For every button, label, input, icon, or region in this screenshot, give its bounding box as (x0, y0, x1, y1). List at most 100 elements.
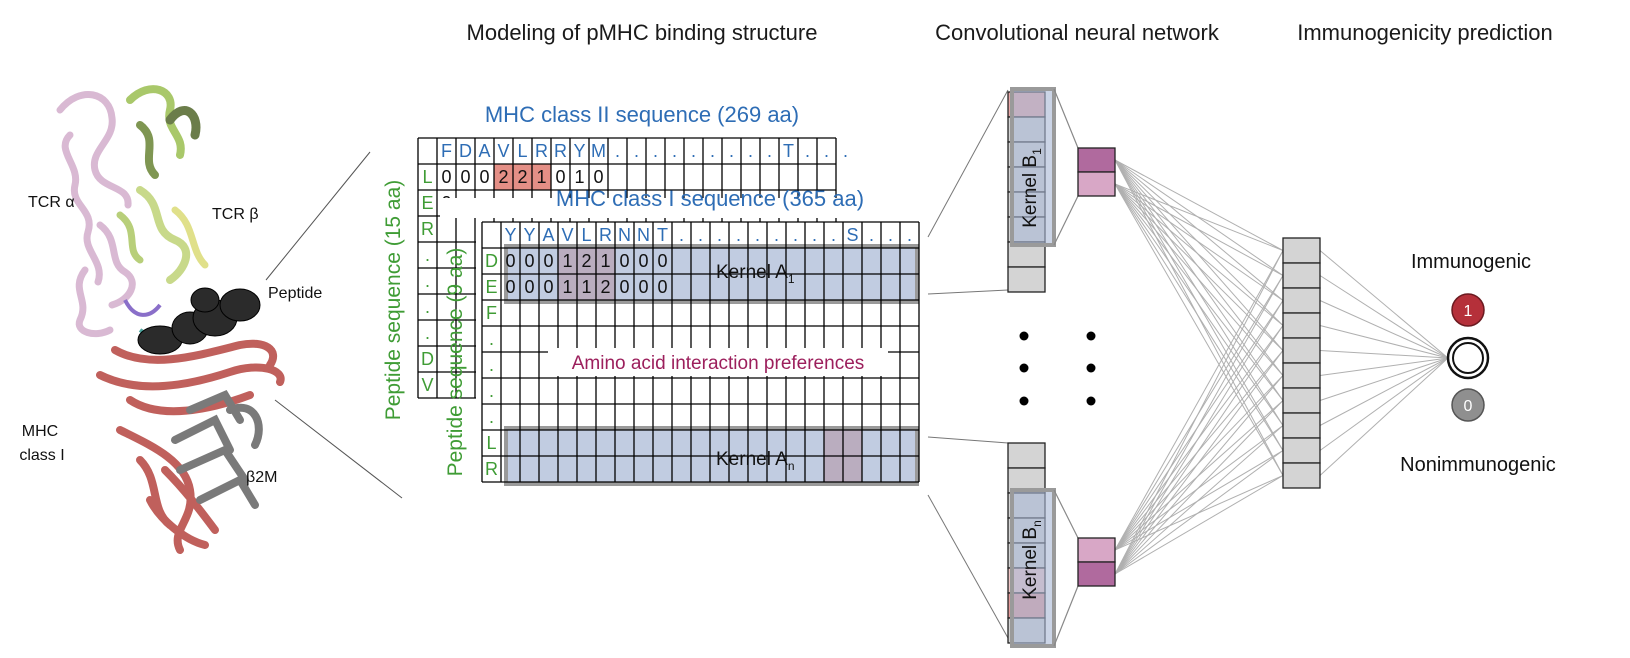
label-b2m: β2M (246, 469, 277, 486)
pooled-unit (1077, 537, 1116, 563)
zoom-line-bottom (274, 399, 403, 499)
class-ii-row-letter: E (421, 193, 433, 213)
dense-connection (1114, 475, 1284, 575)
class-ii-header-letter: . (767, 141, 772, 161)
class-i-header-letter: . (793, 225, 798, 245)
class-i-row-letter: F (486, 303, 497, 323)
class-i-value: 0 (619, 277, 629, 297)
feature-map-bottom-cell (1007, 442, 1046, 469)
dense-unit (1282, 337, 1321, 364)
pooled-unit (1077, 561, 1116, 587)
output-node-immunogenic-text: 1 (1464, 303, 1473, 320)
dense-connection (1114, 250, 1284, 575)
dense-unit (1282, 287, 1321, 314)
class-ii-value: 2 (498, 167, 508, 187)
pooled-unit (1077, 147, 1116, 173)
class-ii-highlight-cell (513, 164, 532, 190)
class-i-value: 0 (657, 277, 667, 297)
dense-connection (1114, 450, 1284, 575)
class-i-row-letter: . (489, 329, 494, 349)
kernel-an-label: Kernel An (716, 449, 795, 473)
class-i-row-letter: . (489, 407, 494, 427)
class-ii-header-letter: . (729, 141, 734, 161)
class-ii-header-letter: . (615, 141, 620, 161)
class-i-header-letter: R (599, 225, 612, 245)
class-i-header-letter: . (736, 225, 741, 245)
class-i-value: 0 (543, 251, 553, 271)
class-i-value: 1 (600, 251, 610, 271)
class-ii-header-letter: . (843, 141, 848, 161)
class-ii-value: 2 (517, 167, 527, 187)
output-connection (1319, 357, 1449, 401)
dense-connection (1114, 400, 1284, 575)
dense-unit (1282, 262, 1321, 289)
class-i-header-letter: . (774, 225, 779, 245)
class-i-value: 0 (638, 251, 648, 271)
kernel-a1-label: Kernel A1 (716, 262, 795, 286)
class-ii-header-letter: . (653, 141, 658, 161)
class-ii-row-letter: D (421, 349, 434, 369)
class-i-header-letter: . (812, 225, 817, 245)
class-ii-value: 1 (536, 167, 546, 187)
output-node-nonimmunogenic (1451, 388, 1485, 422)
class-i-header-letter: N (618, 225, 631, 245)
class-i-value: 0 (524, 277, 534, 297)
class-i-value: 0 (638, 277, 648, 297)
dense-connection (1114, 183, 1284, 251)
dense-unit (1282, 437, 1321, 464)
class-i-header-letter: Y (523, 225, 535, 245)
kernel-b1-link (1053, 88, 1079, 149)
tcr-alpha-ribbon (56, 91, 136, 338)
class-i-header-letter: . (869, 225, 874, 245)
class-ii-value: 0 (593, 167, 603, 187)
class-i-value: 0 (657, 251, 667, 271)
output-node-nonimmunogenic-text: 0 (1464, 398, 1473, 415)
class-ii-header-letter: . (634, 141, 639, 161)
class-ii-header-letter: R (535, 141, 548, 161)
class-i-value: 0 (505, 251, 515, 271)
label-mhc: MHC (22, 423, 58, 440)
dense-connection (1114, 159, 1284, 251)
dense-connection (1114, 183, 1284, 351)
feature-map-top-cell (1007, 266, 1046, 293)
dense-connection (1114, 183, 1284, 376)
tcr-beta-ribbon (116, 85, 209, 284)
class-i-title-bg (440, 198, 870, 218)
label-immunogenic: Immunogenic (1411, 251, 1531, 273)
class-ii-row-letter: . (425, 271, 430, 291)
dense-connection (1114, 275, 1284, 575)
class-i-value: 1 (562, 251, 572, 271)
class-i-value: 1 (581, 277, 591, 297)
class-i-header-letter: A (542, 225, 554, 245)
dense-connection (1114, 183, 1284, 426)
class-i-value: 2 (600, 277, 610, 297)
dense-connection (1114, 183, 1284, 301)
output-connection (1319, 357, 1449, 426)
class-ii-side-label: Peptide sequence (15 aa) (382, 180, 405, 421)
class-ii-row-letter: . (425, 297, 430, 317)
class-ii-title: MHC class II sequence (269 aa) (485, 102, 799, 127)
class-i-header-letter: N (637, 225, 650, 245)
interaction-label: Amino acid interaction preferences (572, 353, 865, 374)
class-ii-header-letter: . (805, 141, 810, 161)
class-ii-row-letter: R (421, 219, 434, 239)
class-i-header-letter: . (907, 225, 912, 245)
label-tcr-beta: TCR β (212, 206, 259, 223)
class-i-header-letter: . (717, 225, 722, 245)
class-ii-header-letter: . (824, 141, 829, 161)
b2m-ribbon (171, 389, 263, 509)
dense-unit (1282, 462, 1321, 489)
class-i-row-letter: . (489, 381, 494, 401)
mhc-class-i-ribbon (96, 339, 285, 554)
class-i-row-letter: R (485, 459, 498, 479)
class-ii-header-letter: L (517, 141, 527, 161)
output-connection (1319, 325, 1449, 359)
cdr-loop (123, 299, 162, 317)
dense-unit (1282, 387, 1321, 414)
class-ii-header-letter: . (691, 141, 696, 161)
dense-connection (1114, 300, 1284, 575)
output-connection (1319, 250, 1449, 359)
class-i-value: 0 (543, 277, 553, 297)
header-cnn: Convolutional neural network (935, 20, 1220, 45)
